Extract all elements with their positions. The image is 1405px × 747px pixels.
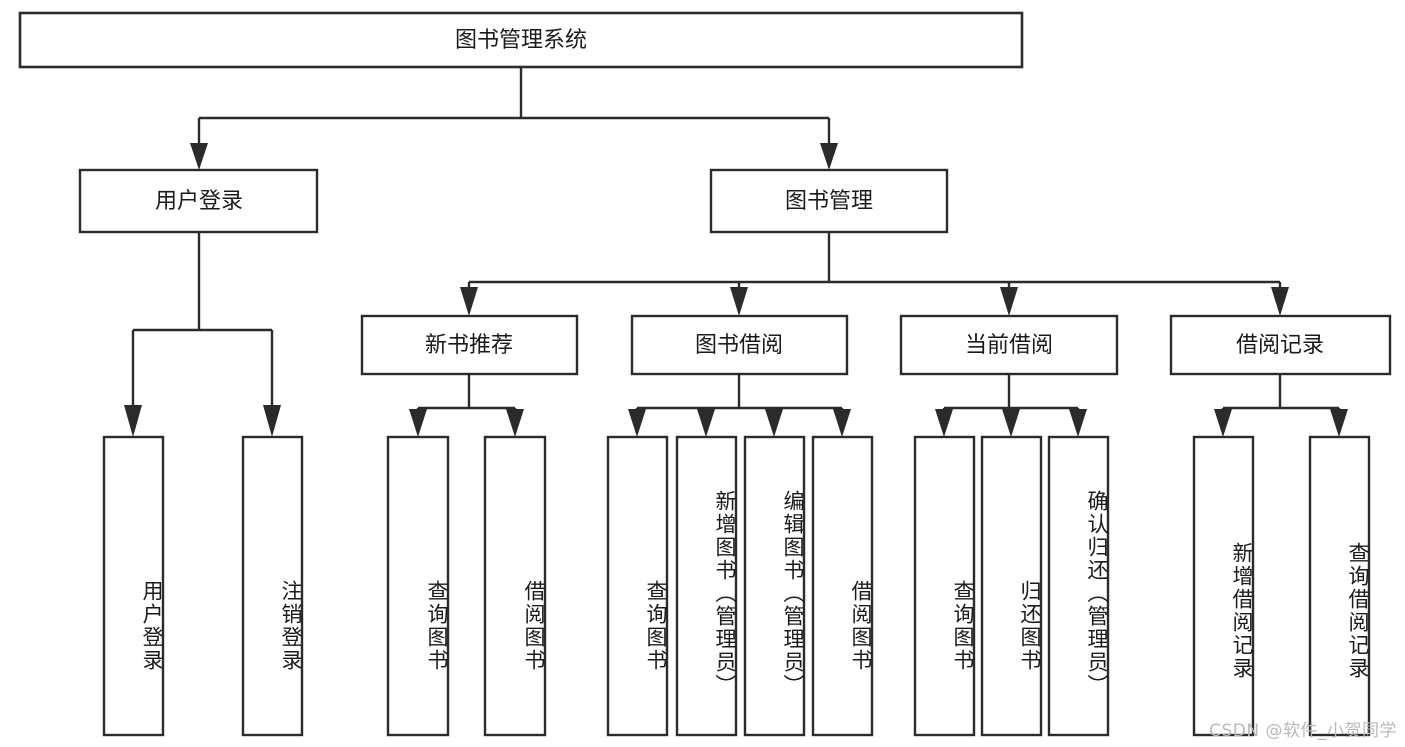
arrow-head-user-login [190, 143, 208, 170]
arrow-head-leaf-logout [263, 405, 281, 437]
leaf-nb-borrow-box[interactable] [483, 435, 547, 737]
node-current-borrow-box[interactable] [899, 314, 1119, 376]
arrow-head-current [1000, 287, 1018, 316]
node-borrow-record-label: 借阅记录 [1236, 333, 1324, 358]
leaf-cur-return-box[interactable] [980, 435, 1043, 737]
node-borrow-record-box[interactable] [1169, 314, 1392, 376]
leaf-bw-query-box[interactable] [606, 435, 669, 737]
leaf-bw-add-box[interactable] [675, 435, 738, 737]
arrow-head-leaf-cur-query [935, 409, 953, 437]
arrow-head-leaf-bw-borrow [833, 409, 851, 437]
arrow-head-leaf-user-login [124, 405, 142, 437]
arrow-head-leaf-nb-query [409, 409, 427, 437]
arrow-head-leaf-cur-confirm [1069, 409, 1087, 437]
connector-layer [124, 67, 1348, 437]
arrow-head-borrow [730, 287, 748, 316]
node-user-login-label: 用户登录 [155, 189, 243, 214]
leaf-cur-query-box[interactable] [913, 435, 976, 737]
node-new-book-box[interactable] [360, 314, 579, 376]
node-borrow-record[interactable]: 借阅记录 [1169, 314, 1392, 376]
node-new-book[interactable]: 新书推荐 [360, 314, 579, 376]
arrow-head-leaf-bw-edit [765, 409, 783, 437]
node-root[interactable]: 图书管理系统 [18, 11, 1024, 69]
node-book-mgmt[interactable]: 图书管理 [709, 168, 949, 234]
leaf-logout-box[interactable] [241, 435, 304, 737]
arrow-head-book-mgmt [820, 143, 838, 170]
node-current-borrow[interactable]: 当前借阅 [899, 314, 1119, 376]
node-new-book-label: 新书推荐 [425, 333, 513, 358]
leaf-bw-edit-box[interactable] [743, 435, 806, 737]
leaf-bw-borrow-box[interactable] [811, 435, 874, 737]
arrow-head-record [1271, 287, 1289, 316]
csdn-watermark: CSDN @软件_小贺同学 [1209, 721, 1397, 741]
arrow-head-leaf-cur-return [1002, 409, 1020, 437]
node-book-mgmt-label: 图书管理 [785, 189, 873, 214]
leaf-nb-query-box[interactable] [386, 435, 450, 737]
arrow-head-leaf-bw-query [628, 409, 646, 437]
leaf-cur-confirm-box[interactable] [1047, 435, 1110, 737]
arrow-head-leaf-rec-query [1330, 409, 1348, 437]
leaf-rec-add-box[interactable] [1192, 435, 1255, 737]
node-user-login[interactable]: 用户登录 [78, 168, 319, 234]
leaf-rec-query-box[interactable] [1308, 435, 1371, 737]
node-root-box[interactable] [18, 11, 1024, 69]
arrow-head-leaf-nb-borrow [506, 409, 524, 437]
node-user-login-box[interactable] [78, 168, 319, 234]
arrow-head-new-book [460, 287, 478, 316]
node-current-borrow-label: 当前借阅 [965, 333, 1053, 358]
node-book-borrow[interactable]: 图书借阅 [630, 314, 849, 376]
node-root-label: 图书管理系统 [455, 28, 587, 53]
node-book-mgmt-box[interactable] [709, 168, 949, 234]
node-book-borrow-label: 图书借阅 [695, 333, 783, 358]
arrow-head-leaf-rec-add [1214, 409, 1232, 437]
arrow-head-leaf-bw-add [697, 409, 715, 437]
leaf-user-login-box[interactable] [102, 435, 165, 737]
node-book-borrow-box[interactable] [630, 314, 849, 376]
